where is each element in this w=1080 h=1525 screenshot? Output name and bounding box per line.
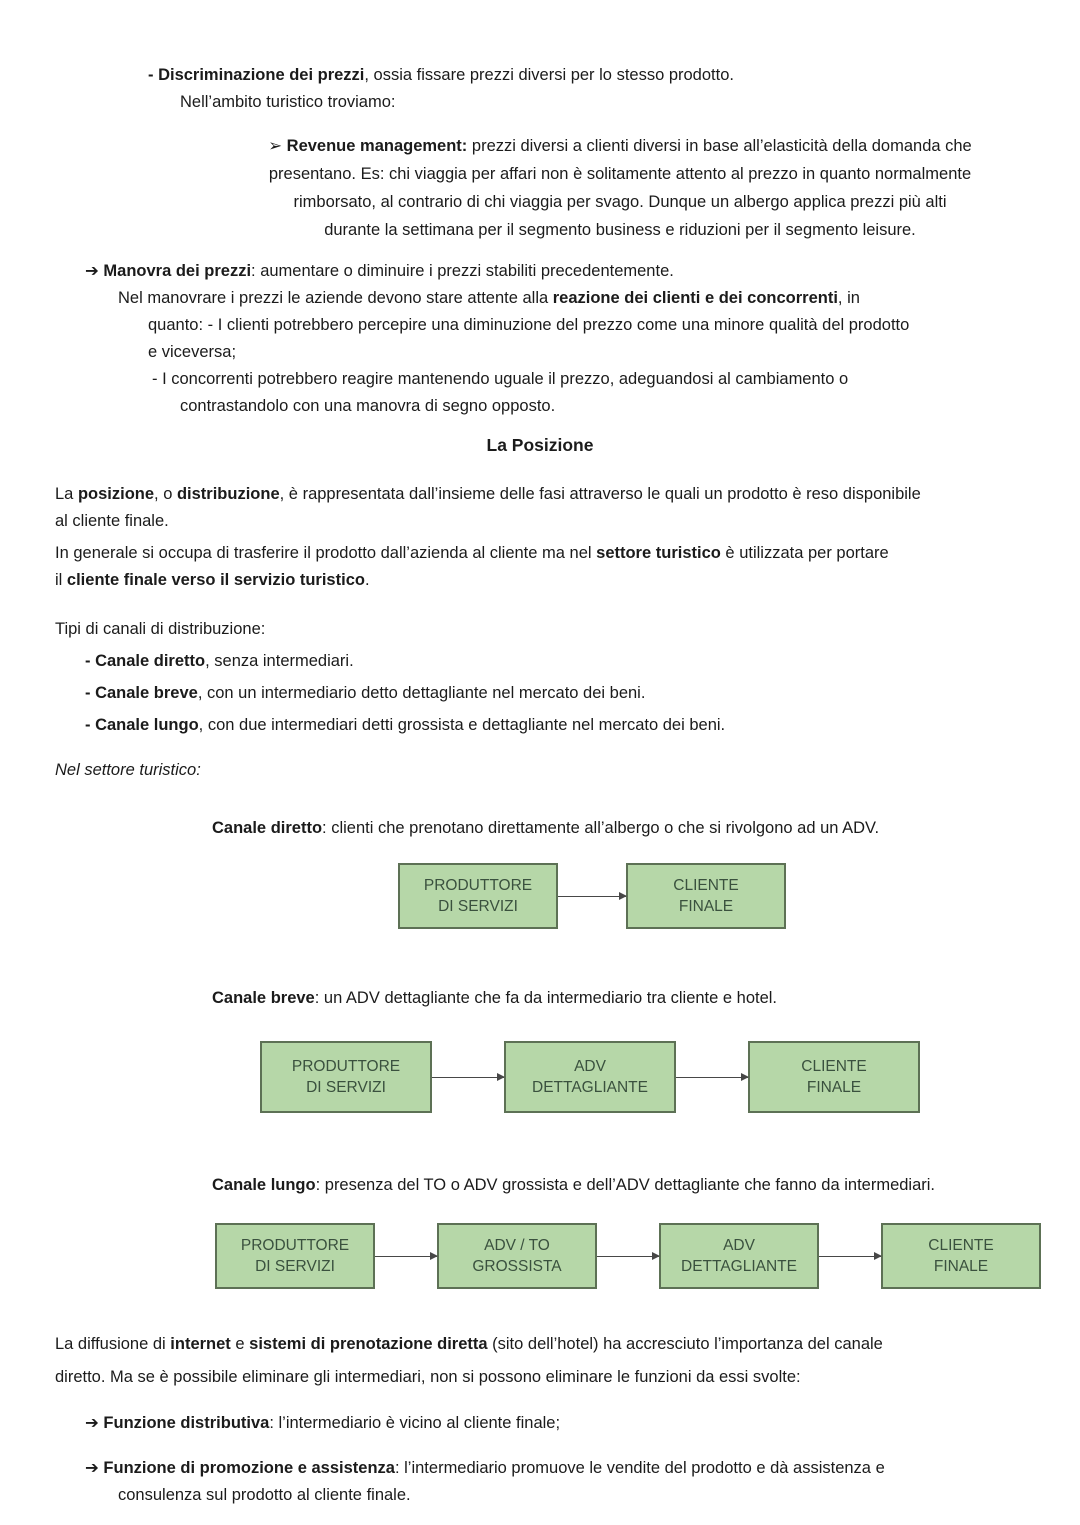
- flow-box-cliente-finale: CLIENTE FINALE: [748, 1041, 920, 1113]
- para-manovra-line3: quanto: - I clienti potrebbero percepire…: [148, 316, 910, 334]
- flowchart-canale-breve: PRODUTTORE DI SERVIZI ADV DETTAGLIANTE C…: [260, 1041, 1025, 1113]
- para-manovra-line5: - I concorrenti potrebbero reagire mante…: [152, 370, 849, 388]
- para-diffusione-line1: La diffusione di internet e sistemi di p…: [55, 1335, 883, 1353]
- flow-box-label: FINALE: [806, 1079, 862, 1096]
- flow-box-label: DI SERVIZI: [306, 1079, 386, 1096]
- caption-canale-lungo: Canale lungo: presenza del TO o ADV gros…: [212, 1176, 936, 1194]
- flow-box-produttore: PRODUTTORE DI SERVIZI: [215, 1223, 375, 1289]
- para-discriminazione-line1: - Discriminazione dei prezzi, ossia fiss…: [148, 66, 734, 84]
- flow-box-label: CLIENTE: [801, 1058, 867, 1075]
- flow-box-label: FINALE: [933, 1258, 989, 1275]
- flowchart-canale-diretto: PRODUTTORE DI SERVIZI CLIENTE FINALE: [398, 863, 1025, 929]
- flow-box-label: CLIENTE: [928, 1237, 994, 1254]
- caption-canale-breve: Canale breve: un ADV dettagliante che fa…: [212, 989, 778, 1007]
- para-posizione-line4: il cliente finale verso il servizio turi…: [55, 571, 370, 589]
- flow-box-adv-to-grossista: ADV / TO GROSSISTA: [437, 1223, 597, 1289]
- flow-box-label: PRODUTTORE: [240, 1237, 350, 1254]
- flow-arrow-icon: [819, 1251, 882, 1260]
- caption-canale-diretto: Canale diretto: clienti che prenotano di…: [212, 819, 880, 837]
- flow-box-label: PRODUTTORE: [291, 1058, 401, 1075]
- flow-box-label: DI SERVIZI: [255, 1258, 335, 1275]
- revenue-line3: rimborsato, al contrario di chi viaggia …: [293, 193, 947, 211]
- para-manovra-line1: ➔ Manovra dei prezzi: aumentare o diminu…: [85, 262, 674, 280]
- flow-box-produttore: PRODUTTORE DI SERVIZI: [398, 863, 558, 929]
- flow-box-label: GROSSISTA: [472, 1258, 562, 1275]
- flow-arrow-icon: [375, 1251, 438, 1260]
- para-diffusione-line2: diretto. Ma se è possibile eliminare gli…: [55, 1368, 801, 1386]
- flow-box-adv-dettagliante: ADV DETTAGLIANTE: [504, 1041, 676, 1113]
- page-title: La Posizione: [486, 435, 594, 455]
- flow-arrow-icon: [676, 1072, 749, 1081]
- flowchart-canale-lungo: PRODUTTORE DI SERVIZI ADV / TO GROSSISTA…: [215, 1223, 1041, 1289]
- flow-box-label: DETTAGLIANTE: [681, 1258, 797, 1275]
- flow-box-adv-dettagliante: ADV DETTAGLIANTE: [659, 1223, 819, 1289]
- flow-arrow-icon: [597, 1251, 660, 1260]
- para-posizione-line3: In generale si occupa di trasferire il p…: [55, 544, 889, 562]
- flow-box-label: ADV: [574, 1058, 606, 1075]
- flow-box-cliente-finale: CLIENTE FINALE: [626, 863, 786, 929]
- list-item-funzione-promozione-line1: ➔ Funzione di promozione e assistenza: l…: [85, 1459, 885, 1477]
- para-discriminazione-line2: Nell’ambito turistico troviamo:: [180, 93, 396, 111]
- flow-arrow-icon: [432, 1072, 505, 1081]
- para-manovra-line4: e viceversa;: [148, 343, 237, 361]
- flow-box-label: FINALE: [678, 898, 734, 915]
- list-item-canale-diretto: - Canale diretto, senza intermediari.: [85, 652, 354, 670]
- flow-box-cliente-finale: CLIENTE FINALE: [881, 1223, 1041, 1289]
- flow-box-label: ADV: [723, 1237, 755, 1254]
- revenue-line1: ➢ Revenue management: prezzi diversi a c…: [268, 137, 972, 155]
- para-manovra-line2: Nel manovrare i prezzi le aziende devono…: [118, 289, 860, 307]
- flow-box-label: CLIENTE: [673, 877, 739, 894]
- para-tipi-canali: Tipi di canali di distribuzione:: [55, 620, 266, 638]
- revenue-line2: presentano. Es: chi viaggia per affari n…: [268, 165, 972, 183]
- flow-arrow-icon: [558, 891, 627, 900]
- flow-box-label: DI SERVIZI: [438, 898, 518, 915]
- flow-box-label: DETTAGLIANTE: [532, 1079, 648, 1096]
- list-item-funzione-promozione-line2: consulenza sul prodotto al cliente final…: [118, 1486, 411, 1504]
- para-posizione-line2: al cliente finale.: [55, 512, 169, 530]
- flow-box-label: ADV / TO: [484, 1237, 550, 1254]
- para-nel-settore-turistico: Nel settore turistico:: [55, 761, 201, 779]
- flow-box-label: PRODUTTORE: [423, 877, 533, 894]
- list-item-canale-breve: - Canale breve, con un intermediario det…: [85, 684, 646, 702]
- flow-box-produttore: PRODUTTORE DI SERVIZI: [260, 1041, 432, 1113]
- revenue-line4: durante la settimana per il segmento bus…: [324, 221, 916, 239]
- para-posizione-line1: La posizione, o distribuzione, è rappres…: [55, 485, 921, 503]
- para-manovra-line6: contrastandolo con una manovra di segno …: [180, 397, 556, 415]
- para-revenue-management: ➢ Revenue management: prezzi diversi a c…: [225, 132, 1015, 244]
- list-item-canale-lungo: - Canale lungo, con due intermediari det…: [85, 716, 726, 734]
- list-item-funzione-distributiva: ➔ Funzione distributiva: l’intermediario…: [85, 1414, 561, 1432]
